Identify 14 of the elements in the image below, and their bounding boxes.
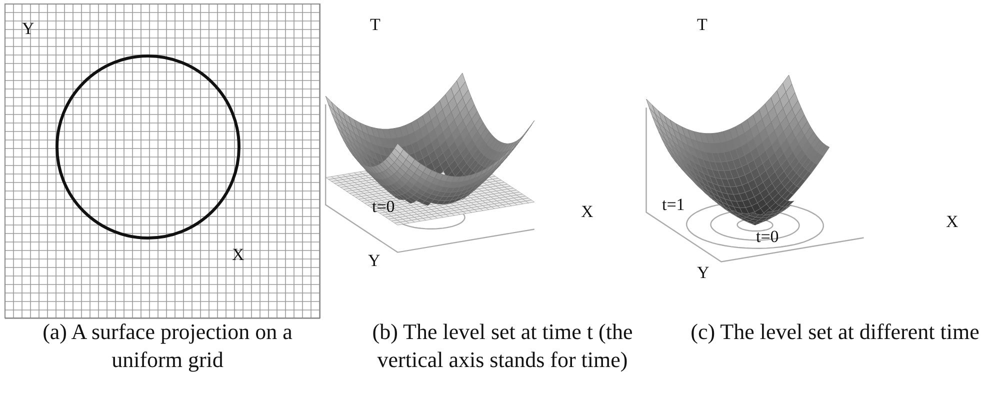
- axis-label: Y: [22, 20, 34, 37]
- level-label: t=0: [372, 198, 395, 215]
- axis-label: X: [232, 246, 244, 263]
- axis-label: X: [581, 203, 594, 220]
- axis-label: Y: [697, 264, 710, 281]
- figure-caption: (b) The level set at time t (the vertical axis stands for time): [371, 318, 634, 374]
- axis-label: X: [946, 213, 958, 230]
- axis-label: T: [370, 16, 380, 33]
- figure-caption: (c) The level set at different time: [690, 318, 980, 346]
- axis-label: Y: [368, 252, 380, 269]
- figure-caption: (a) A surface projection on a uniform grid: [42, 318, 294, 374]
- axis-label: T: [697, 16, 708, 33]
- level-label: t=1: [662, 196, 685, 213]
- level-label: t=0: [756, 228, 779, 245]
